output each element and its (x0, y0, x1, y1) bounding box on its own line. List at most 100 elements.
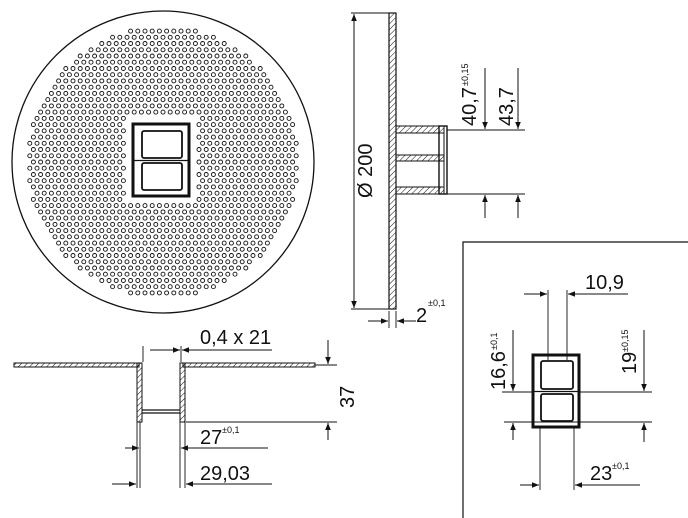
perforation-hole (243, 165, 249, 171)
perforation-hole (196, 196, 202, 202)
perforation-hole (66, 122, 72, 128)
perforation-hole (160, 234, 166, 240)
perforation-hole (156, 103, 162, 109)
perforation-hole (254, 97, 260, 103)
perforation-hole (74, 259, 80, 265)
perforation-hole (174, 209, 180, 215)
perforation-hole (142, 290, 148, 296)
perforation-hole (135, 28, 141, 34)
perforation-hole (120, 215, 126, 221)
perforation-hole (102, 259, 108, 265)
perforation-hole (221, 66, 227, 71)
perforation-hole (135, 203, 141, 209)
perforation-hole (171, 28, 177, 34)
perforation-hole (210, 59, 216, 65)
perforation-hole (293, 153, 299, 159)
perforation-hole (275, 97, 281, 103)
perforation-hole (110, 72, 116, 78)
perforation-hole (221, 190, 227, 196)
perforation-hole (153, 47, 159, 53)
perforation-hole (70, 115, 76, 121)
perforation-hole (59, 221, 65, 227)
perforation-hole (48, 190, 54, 196)
perforation-hole (30, 134, 36, 140)
perforation-hole (207, 128, 213, 134)
perforation-hole (99, 178, 105, 184)
perforation-hole (106, 41, 112, 46)
perforation-hole (272, 153, 278, 159)
perforation-hole (218, 109, 224, 115)
perforation-hole (275, 159, 281, 165)
perforation-hole (99, 115, 105, 121)
perforation-hole (218, 259, 224, 265)
perforation-hole (106, 240, 112, 246)
perforation-hole (210, 109, 216, 115)
perforation-hole (124, 59, 130, 65)
perforation-hole (110, 47, 116, 53)
perforation-hole (174, 72, 180, 78)
perforation-hole (48, 140, 54, 146)
perforation-hole (282, 109, 288, 115)
perforation-hole (192, 103, 198, 109)
perforation-hole (239, 184, 245, 190)
perforation-hole (131, 34, 137, 40)
perforation-hole (131, 209, 137, 215)
perforation-hole (178, 78, 184, 84)
perforation-hole (45, 184, 51, 190)
perforation-hole (275, 209, 281, 215)
socket-height-a-label: 16,6 (488, 351, 510, 390)
perforation-hole (268, 122, 274, 128)
perforation-hole (106, 140, 112, 146)
perforation-hole (113, 253, 119, 258)
perforation-hole (243, 253, 249, 258)
perforation-hole (189, 47, 195, 53)
perforation-hole (200, 240, 206, 246)
perforation-hole (200, 53, 206, 59)
perforation-hole (59, 172, 65, 177)
perforation-hole (225, 221, 231, 227)
perforation-hole (77, 53, 83, 59)
perforation-hole (102, 271, 108, 277)
perforation-hole (232, 172, 238, 177)
perforation-hole (192, 53, 198, 59)
perforation-hole (203, 97, 209, 103)
perforation-hole (286, 115, 292, 121)
perforation-hole (171, 265, 177, 271)
perforation-hole (228, 66, 234, 71)
perforation-hole (135, 265, 141, 271)
perforation-hole (81, 97, 87, 103)
perforation-hole (99, 215, 105, 221)
perforation-hole (117, 134, 123, 140)
perforation-hole (174, 259, 180, 265)
perforation-hole (275, 134, 281, 140)
perforation-hole (261, 246, 267, 252)
perforation-hole (171, 53, 177, 59)
perforation-hole (113, 190, 119, 196)
perforation-hole (228, 165, 234, 171)
perforation-hole (207, 78, 213, 84)
perforation-hole (225, 234, 231, 240)
perforation-hole (70, 253, 76, 258)
perforation-hole (164, 265, 170, 271)
perforation-hole (160, 259, 166, 265)
perforation-hole (203, 184, 209, 190)
perforation-hole (110, 271, 116, 277)
perforation-hole (167, 234, 173, 240)
perforation-hole (275, 122, 281, 128)
perforation-hole (192, 278, 198, 283)
perforation-hole (182, 271, 188, 277)
perforation-hole (254, 172, 260, 177)
perforation-hole (149, 240, 155, 246)
perforation-hole (164, 78, 170, 84)
perforation-hole (88, 147, 94, 152)
socket-frame-width-label: 23 (590, 463, 612, 485)
perforation-hole (48, 153, 54, 159)
perforation-hole (88, 184, 94, 190)
perforation-hole (243, 215, 249, 221)
perforation-hole (178, 53, 184, 59)
perforation-hole (142, 228, 148, 234)
perforation-hole (164, 215, 170, 221)
perforation-hole (124, 47, 130, 53)
perforation-hole (239, 172, 245, 177)
perforation-hole (110, 134, 116, 140)
